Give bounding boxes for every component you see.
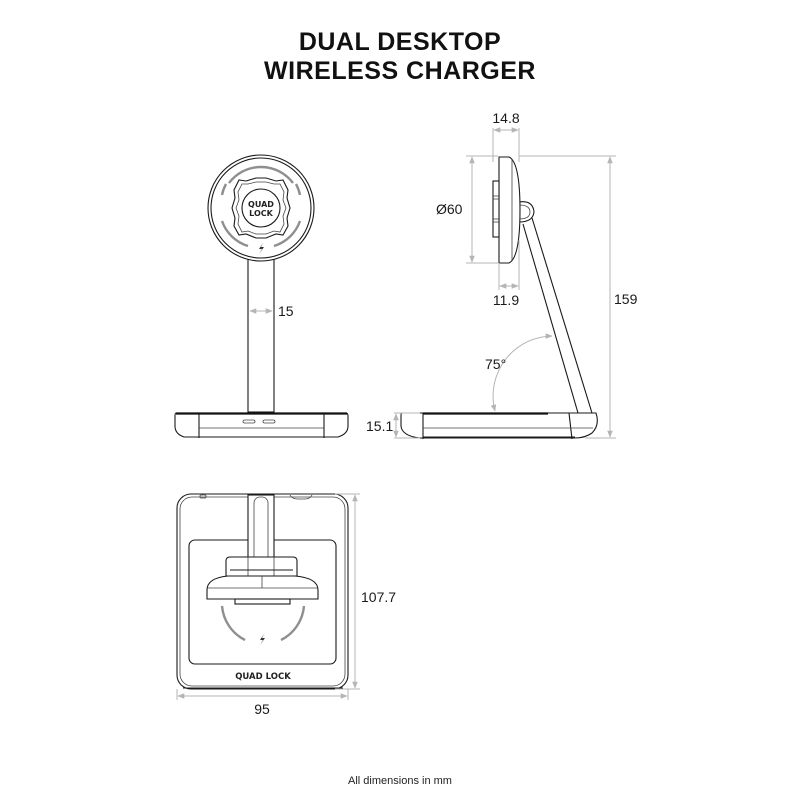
front-base xyxy=(174,412,349,438)
side-hinge xyxy=(518,201,535,223)
front-lightning-bolt-icon xyxy=(259,243,264,254)
side-head xyxy=(498,156,521,264)
title-line-1: DUAL DESKTOP xyxy=(298,28,502,56)
top-logo: QUAD LOCK xyxy=(235,672,291,682)
dim-base-height: 15.1 xyxy=(366,418,393,434)
side-view: 14.8 Ø60 159 11.9 75° xyxy=(366,110,638,440)
dim-width: 95 xyxy=(254,701,270,717)
top-view: QUAD LOCK 107.7 95 xyxy=(176,493,396,717)
front-logo-line-1: QUAD xyxy=(248,200,274,209)
units-note: All dimensions in mm xyxy=(348,775,452,787)
title-line-2: WIRELESS CHARGER xyxy=(264,57,536,85)
dim-head-depth: 14.8 xyxy=(492,110,519,126)
side-base xyxy=(400,412,598,439)
front-stem xyxy=(247,249,275,413)
dim-total-height: 159 xyxy=(614,291,638,307)
front-mount xyxy=(231,177,291,239)
dim-head-diameter: Ø60 xyxy=(436,201,463,217)
dim-stem-width: 15 xyxy=(278,303,294,319)
page-title: DUAL DESKTOP WIRELESS CHARGER xyxy=(0,28,800,86)
top-mount-plate xyxy=(234,598,291,605)
top-head xyxy=(206,575,319,600)
front-logo-line-2: LOCK xyxy=(249,209,273,218)
dim-depth: 107.7 xyxy=(361,589,396,605)
front-view: QUAD LOCK 15 xyxy=(174,154,349,438)
dim-angle: 75° xyxy=(485,356,506,372)
top-lightning-bolt-icon xyxy=(260,634,265,645)
side-mount-plate xyxy=(492,180,500,238)
top-hinge-block xyxy=(225,556,298,577)
dim-head-plate-depth: 11.9 xyxy=(493,292,519,308)
